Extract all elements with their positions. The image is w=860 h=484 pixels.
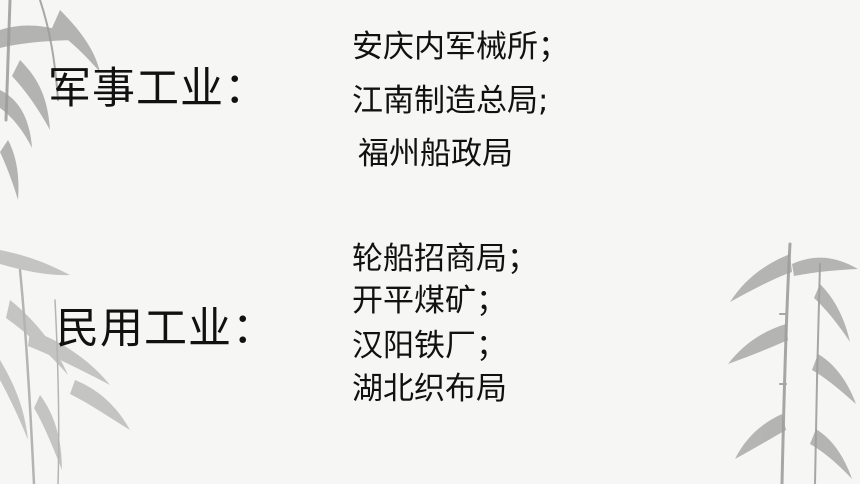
bamboo-right-icon [728, 242, 858, 484]
bamboo-left-icon [0, 0, 130, 484]
military-item-fuzhou-navy-yard: 福州船政局 [358, 136, 513, 172]
civil-item-hubei-textile-bureau: 湖北织布局 [352, 371, 507, 407]
military-item-jiangnan-arsenal: 江南制造总局; [352, 83, 549, 119]
civil-item-kaiping-coal-mine: 开平煤矿； [352, 283, 507, 319]
military-item-anqing-arsenal: 安庆内军械所； [352, 29, 569, 65]
military-industry-heading: 军事工业： [48, 64, 268, 114]
civil-industry-heading: 民用工业： [56, 304, 276, 354]
civil-item-merchants-steamship: 轮船招商局； [352, 241, 538, 277]
civil-item-hanyang-ironworks: 汉阳铁厂； [352, 328, 507, 364]
